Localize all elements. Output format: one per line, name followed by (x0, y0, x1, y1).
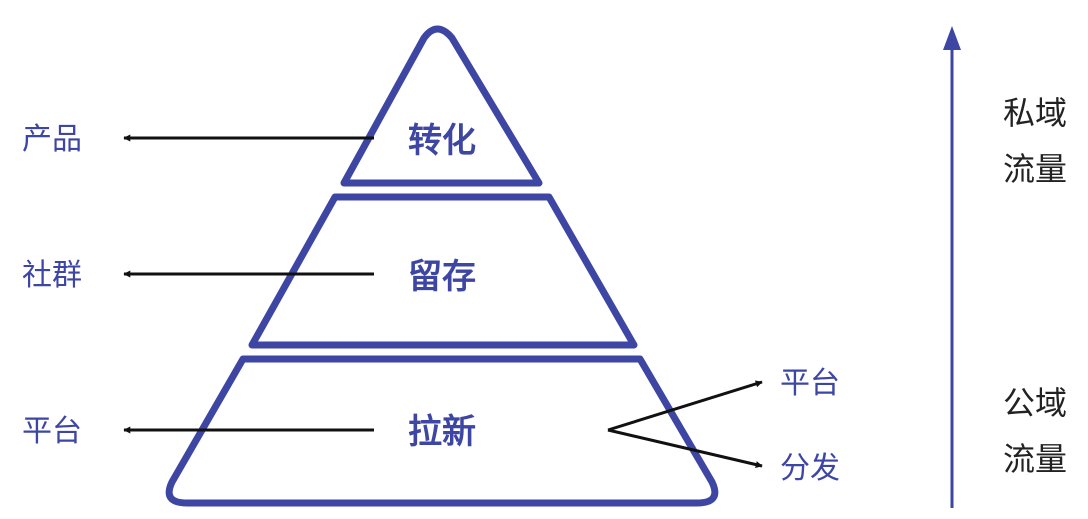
target-label-community: 社群 (22, 258, 82, 293)
branch-label-platform: 平台 (780, 366, 840, 401)
branch-arrow-distribution (607, 428, 763, 468)
tier-label-retention: 留存 (408, 257, 476, 297)
tier-label-conversion: 转化 (408, 121, 476, 161)
target-label-platform: 平台 (22, 414, 82, 449)
private-traffic-label-line2: 流量 (1003, 150, 1067, 188)
pyramid-tier-bottom (165, 355, 719, 507)
pyramid-tier-top (340, 25, 543, 187)
branch-label-distribution: 分发 (780, 451, 840, 486)
target-label-product: 产品 (22, 122, 82, 157)
traffic-axis-arrowhead (943, 26, 961, 50)
tier-label-acquisition: 拉新 (408, 412, 476, 452)
public-traffic-label-line2: 流量 (1003, 440, 1067, 478)
pyramid-tier-middle (248, 193, 638, 349)
branch-arrow-platform (607, 380, 763, 432)
private-traffic-label-line1: 私域 (1003, 94, 1067, 132)
public-traffic-label-line1: 公域 (1003, 384, 1067, 422)
